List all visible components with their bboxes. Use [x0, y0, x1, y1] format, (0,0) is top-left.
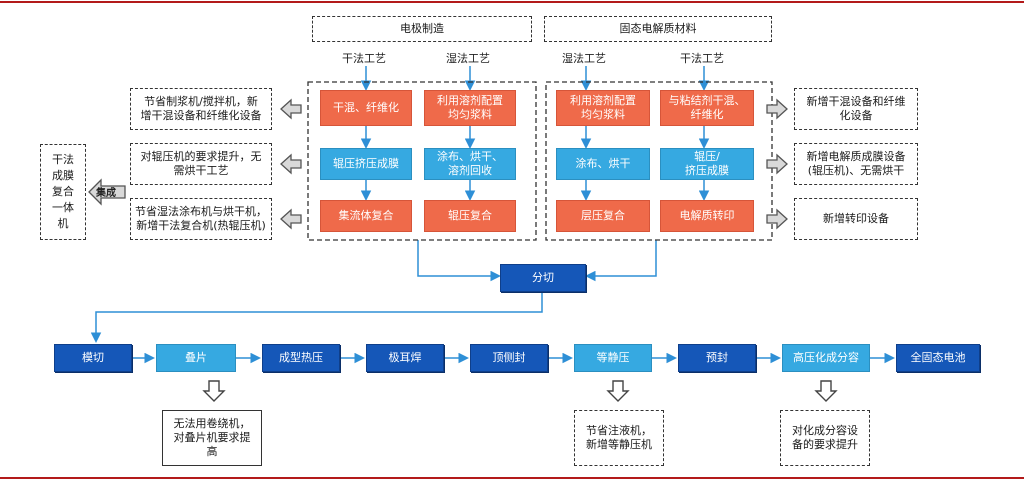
electrode-section-header: 电极制造 — [312, 16, 532, 42]
right-note-2: 新增电解质成膜设备 (辊压机)、无需烘干 — [794, 143, 918, 185]
process-step-5: 顶侧封 — [470, 344, 548, 372]
process-step-6: 等静压 — [574, 344, 652, 372]
electrode-dry-step-1: 干混、纤维化 — [320, 90, 412, 126]
electrode-dry-step-3: 集流体复合 — [320, 200, 412, 232]
right-note-3: 新增转印设备 — [794, 198, 918, 240]
process-step-9: 全固态电池 — [896, 344, 980, 372]
electrode-wet-step-2: 涂布、烘干、 溶剂回收 — [424, 148, 516, 180]
process-step-2: 叠片 — [156, 344, 236, 372]
process-step-4: 极耳焊 — [366, 344, 444, 372]
left-arrow-icon-3 — [280, 208, 302, 230]
electrolyte-section-header: 固态电解质材料 — [544, 16, 772, 42]
electrolyte-dry-step-1: 与粘结剂干混、 纤维化 — [660, 90, 754, 126]
electrolyte-dry-step-2: 辊压/ 挤压成膜 — [660, 148, 754, 180]
column-label-dry-left: 干法工艺 — [342, 52, 386, 65]
down-arrow-icon-isostatic — [606, 380, 630, 402]
note-stacking: 无法用卷绕机， 对叠片机要求提 高 — [162, 410, 262, 466]
column-label-dry-right: 干法工艺 — [680, 52, 724, 65]
left-arrow-icon-1 — [280, 98, 302, 120]
left-note-1: 节省制浆机/搅拌机，新 增干混设备和纤维化设备 — [130, 88, 272, 130]
right-arrow-icon-2 — [766, 153, 788, 175]
left-note-3: 节省湿法涂布机与烘干机， 新增干法复合机(热辊压机) — [130, 198, 272, 240]
process-step-3: 成型热压 — [262, 344, 340, 372]
process-step-7: 预封 — [678, 344, 756, 372]
electrolyte-dry-step-3: 电解质转印 — [660, 200, 754, 232]
integrated-machine-box: 干法 成膜 复合 一体 机 — [40, 144, 86, 240]
electrolyte-wet-step-2: 涂布、烘干 — [556, 148, 650, 180]
electrode-dry-step-2: 辊压挤压成膜 — [320, 148, 412, 180]
process-step-8: 高压化成分容 — [782, 344, 870, 372]
integrate-arrow-icon — [88, 178, 126, 206]
column-label-wet-left: 湿法工艺 — [446, 52, 490, 65]
down-arrow-icon-formation — [814, 380, 838, 402]
electrolyte-wet-step-3: 层压复合 — [556, 200, 650, 232]
column-label-wet-right: 湿法工艺 — [562, 52, 606, 65]
left-note-2: 对辊压机的要求提升，无 需烘干工艺 — [130, 143, 272, 185]
integrate-label: 集成 — [96, 188, 116, 199]
down-arrow-icon-stacking — [202, 380, 226, 402]
top-rule — [0, 1, 1024, 3]
right-arrow-icon-1 — [766, 98, 788, 120]
electrolyte-wet-step-1: 利用溶剂配置 均匀浆料 — [556, 90, 650, 126]
right-arrow-icon-3 — [766, 208, 788, 230]
electrode-wet-step-3: 辊压复合 — [424, 200, 516, 232]
note-formation: 对化成分容设 备的要求提升 — [780, 410, 870, 466]
left-arrow-icon-2 — [280, 153, 302, 175]
slitting-step: 分切 — [500, 264, 586, 292]
right-note-1: 新增干混设备和纤维 化设备 — [794, 88, 918, 130]
bottom-rule — [0, 477, 1024, 479]
process-step-1: 模切 — [54, 344, 132, 372]
electrode-wet-step-1: 利用溶剂配置 均匀浆料 — [424, 90, 516, 126]
note-isostatic: 节省注液机， 新增等静压机 — [574, 410, 664, 466]
